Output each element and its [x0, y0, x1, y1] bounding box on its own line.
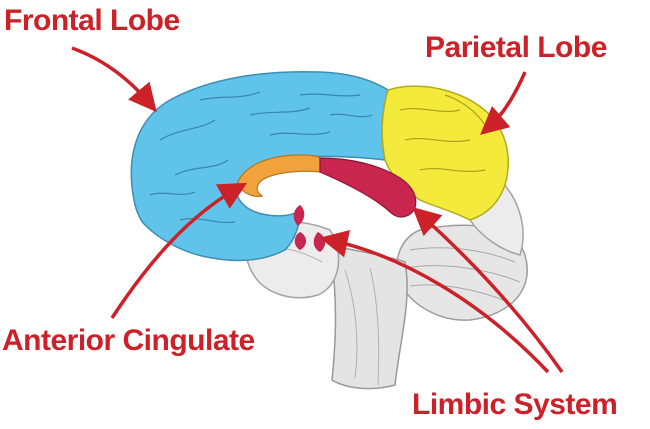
anterior-cingulate-label: Anterior Cingulate	[2, 324, 255, 357]
anterior-cingulate-arrow	[110, 182, 248, 319]
frontal-lobe-arrow	[71, 46, 157, 113]
cerebellum	[396, 224, 528, 321]
brainstem	[329, 244, 408, 390]
limbic-system-arrow-1	[319, 229, 550, 374]
parietal-lobe-arrow	[480, 71, 527, 135]
anterior-cingulate-region	[237, 154, 321, 197]
limbic-system-arrow-2	[412, 206, 564, 374]
limbic-system-label: Limbic System	[412, 388, 618, 421]
occipital-region	[469, 178, 524, 256]
frontal-lobe-label: Frontal Lobe	[4, 4, 180, 37]
parietal-lobe-label: Parietal Lobe	[425, 31, 607, 64]
